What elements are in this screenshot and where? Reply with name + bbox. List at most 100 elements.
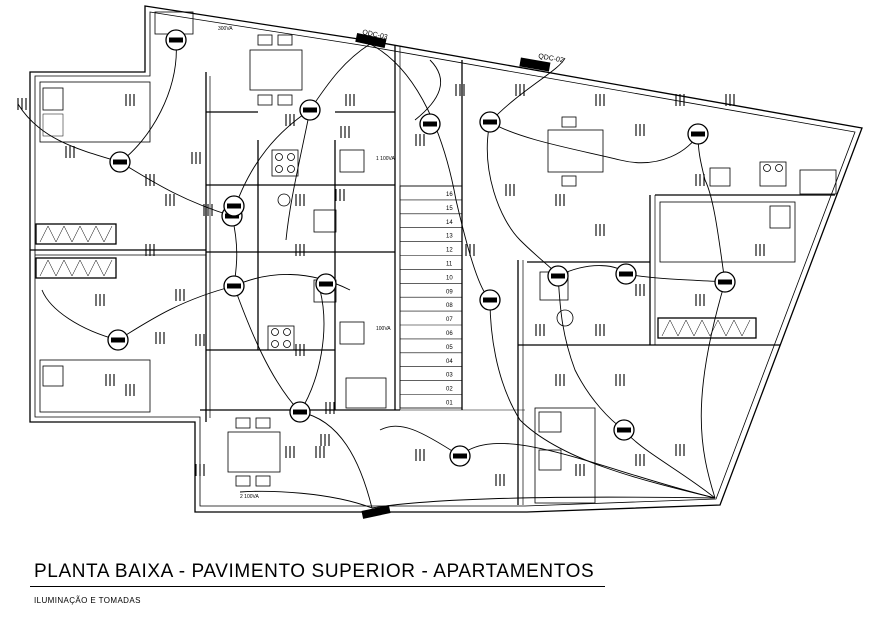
switch-outlet-mark [195,334,205,346]
note-1-100va: 1 100VA [376,156,395,162]
title-underline [30,586,605,587]
stair-step-number: 14 [446,220,453,226]
panel-lower [361,505,391,519]
drawing-title: PLANTA BAIXA - PAVIMENTO SUPERIOR - APAR… [34,561,595,582]
stair-step-number: 16 [446,192,453,198]
stair-step-number: 06 [446,331,453,337]
stair-step-number: 01 [446,401,453,407]
switch-outlet-mark [515,84,525,96]
stair-step-number: 12 [446,248,453,254]
ceiling-light-fixture [315,273,337,295]
stair-step-number: 04 [446,359,453,365]
switch-outlet-mark [125,384,135,396]
switch-outlet-mark [635,124,645,136]
switch-outlet-mark [695,294,705,306]
furniture [39,11,837,504]
switch-outlet-mark [635,454,645,466]
stair-step-number: 07 [446,317,453,323]
switch-outlet-mark [755,244,765,256]
switch-outlet-mark [95,294,105,306]
distribution-panels: QDC-03 QDC-02 [355,29,564,519]
light-fixtures [107,29,736,467]
building-walls [29,5,863,513]
switch-outlet-mark [195,464,205,476]
ceiling-light-fixture [687,123,709,145]
stair-step-number: 08 [446,303,453,309]
switch-outlet-mark [325,402,335,414]
ceiling-light-fixture [419,113,441,135]
panel-qdc-02 [519,57,551,72]
panel-qdc-03 [355,32,387,49]
ceiling-light-fixture [449,445,471,467]
switch-outlet-mark [415,449,425,461]
switch-outlet-mark [575,464,585,476]
switch-outlet-mark [145,174,155,186]
switch-outlet-mark [505,184,515,196]
stair-step-number: 09 [446,289,453,295]
switch-outlet-mark [595,324,605,336]
ceiling-light-fixture [289,401,311,423]
switch-outlet-mark [17,98,27,110]
switch-outlet-mark [145,244,155,256]
switch-outlet-mark [415,134,425,146]
ceiling-light-fixture [223,195,245,217]
ceiling-light-fixture [615,263,637,285]
switch-outlet-mark [125,94,135,106]
switch-outlet-mark [340,126,350,138]
switch-outlet-mark [335,189,345,201]
switch-outlet-mark [595,94,605,106]
note-300va: 300VA [218,26,233,32]
switch-outlet-mark [465,244,475,256]
switch-outlet-mark [725,94,735,106]
switches-and-outlets [17,84,765,486]
switch-outlet-mark [615,374,625,386]
switch-outlet-mark [495,474,505,486]
switch-outlet-mark [295,244,305,256]
switch-outlet-mark [285,446,295,458]
switch-outlet-mark [165,194,175,206]
switch-outlet-mark [635,284,645,296]
circuit-notes: 300VA 1 100VA 100VA 2 100VA [218,26,395,500]
stair-step-number: 11 [446,262,453,268]
ceiling-light-fixture [109,151,131,173]
stair-step-number: 03 [446,373,453,379]
switch-outlet-mark [675,444,685,456]
switch-outlet-mark [595,224,605,236]
switch-outlet-mark [555,194,565,206]
note-100va: 100VA [376,326,391,332]
panel-label-qdc-02: QDC-02 [538,53,565,64]
switch-outlet-mark [295,194,305,206]
stair-step-number: 15 [446,206,453,212]
switch-outlet-mark [455,84,465,96]
switch-outlet-mark [175,289,185,301]
ceiling-light-fixture [165,29,187,51]
ceiling-light-fixture [299,99,321,121]
switch-outlet-mark [155,332,165,344]
switch-outlet-mark [695,174,705,186]
switch-outlet-mark [203,204,213,216]
stair-step-number: 05 [446,345,453,351]
switch-outlet-mark [191,152,201,164]
ceiling-light-fixture [107,329,129,351]
ceiling-light-fixture [714,271,736,293]
switch-outlet-mark [320,434,330,446]
ceiling-light-fixture [547,265,569,287]
switch-outlet-mark [345,94,355,106]
switch-outlet-mark [315,446,325,458]
switch-outlet-mark [285,114,295,126]
switch-outlet-mark [65,146,75,158]
switch-outlet-mark [105,374,115,386]
stair-step-number: 10 [446,275,453,281]
drawing-subtitle: ILUMINAÇÃO E TOMADAS [34,596,141,605]
ceiling-light-fixture [479,289,501,311]
switch-outlet-mark [555,374,565,386]
switch-outlet-mark [295,344,305,356]
ceiling-light-fixture [223,275,245,297]
switch-outlet-mark [535,324,545,336]
stair-step-number: 02 [446,387,453,393]
closet-hatch [39,225,751,337]
note-2-100va: 2 100VA [240,494,259,500]
ceiling-light-fixture [613,419,635,441]
ceiling-light-fixture [479,111,501,133]
